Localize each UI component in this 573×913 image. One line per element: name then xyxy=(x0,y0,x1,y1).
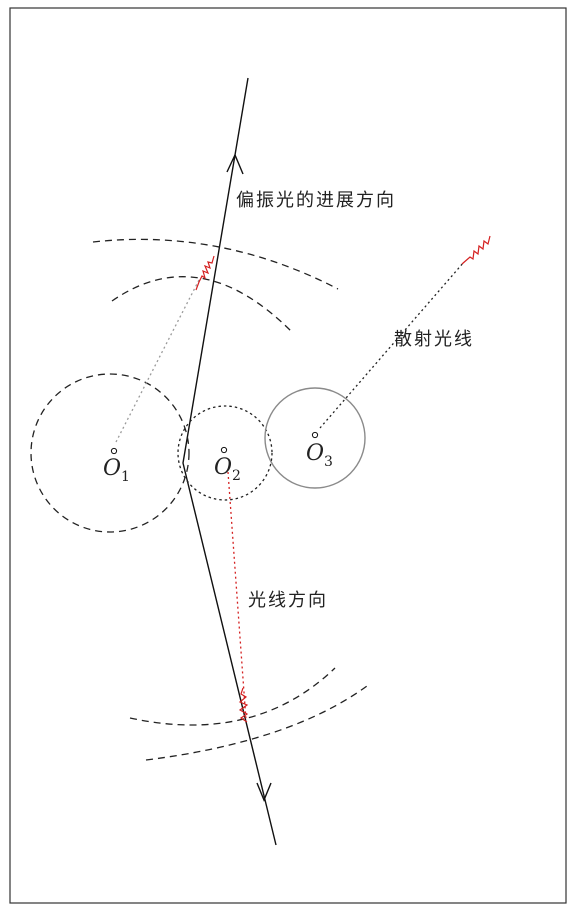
label-o1: O xyxy=(103,456,121,481)
label-scattered-ray: 散射光线 xyxy=(394,329,474,350)
wave-squiggle-lower-icon xyxy=(238,687,249,723)
center-dot-o3 xyxy=(311,431,319,439)
scattered-ray-o3 xyxy=(319,261,465,429)
lower-wavefront-arc-2 xyxy=(145,685,368,761)
wave-squiggle-upper-icon xyxy=(195,255,215,291)
label-o2: O xyxy=(214,455,232,480)
ray-o2 xyxy=(227,471,247,721)
arrow-up-icon xyxy=(226,153,244,175)
upper-wavefront-arc-1 xyxy=(92,238,339,290)
center-dot-o1 xyxy=(110,447,118,455)
arrow-down-icon xyxy=(256,782,272,802)
circle-o3 xyxy=(264,387,366,489)
circle-o2 xyxy=(177,405,273,501)
label-polarized-direction: 偏振光的进展方向 xyxy=(236,190,396,211)
frame-border xyxy=(9,7,567,904)
ray-o1 xyxy=(115,277,201,443)
label-o2-sub: 2 xyxy=(232,468,241,484)
label-ray-direction: 光线方向 xyxy=(248,590,328,611)
wave-squiggle-scatter-icon xyxy=(461,235,491,265)
label-o3-sub: 3 xyxy=(324,454,333,470)
label-o1-sub: 1 xyxy=(121,469,130,485)
polarized-light-path xyxy=(182,77,277,846)
upper-wavefront-arc-2 xyxy=(111,276,293,333)
lower-wavefront-arc-1 xyxy=(129,667,336,726)
circle-o1 xyxy=(30,373,190,533)
center-dot-o2 xyxy=(220,446,228,454)
label-o3: O xyxy=(306,441,324,466)
